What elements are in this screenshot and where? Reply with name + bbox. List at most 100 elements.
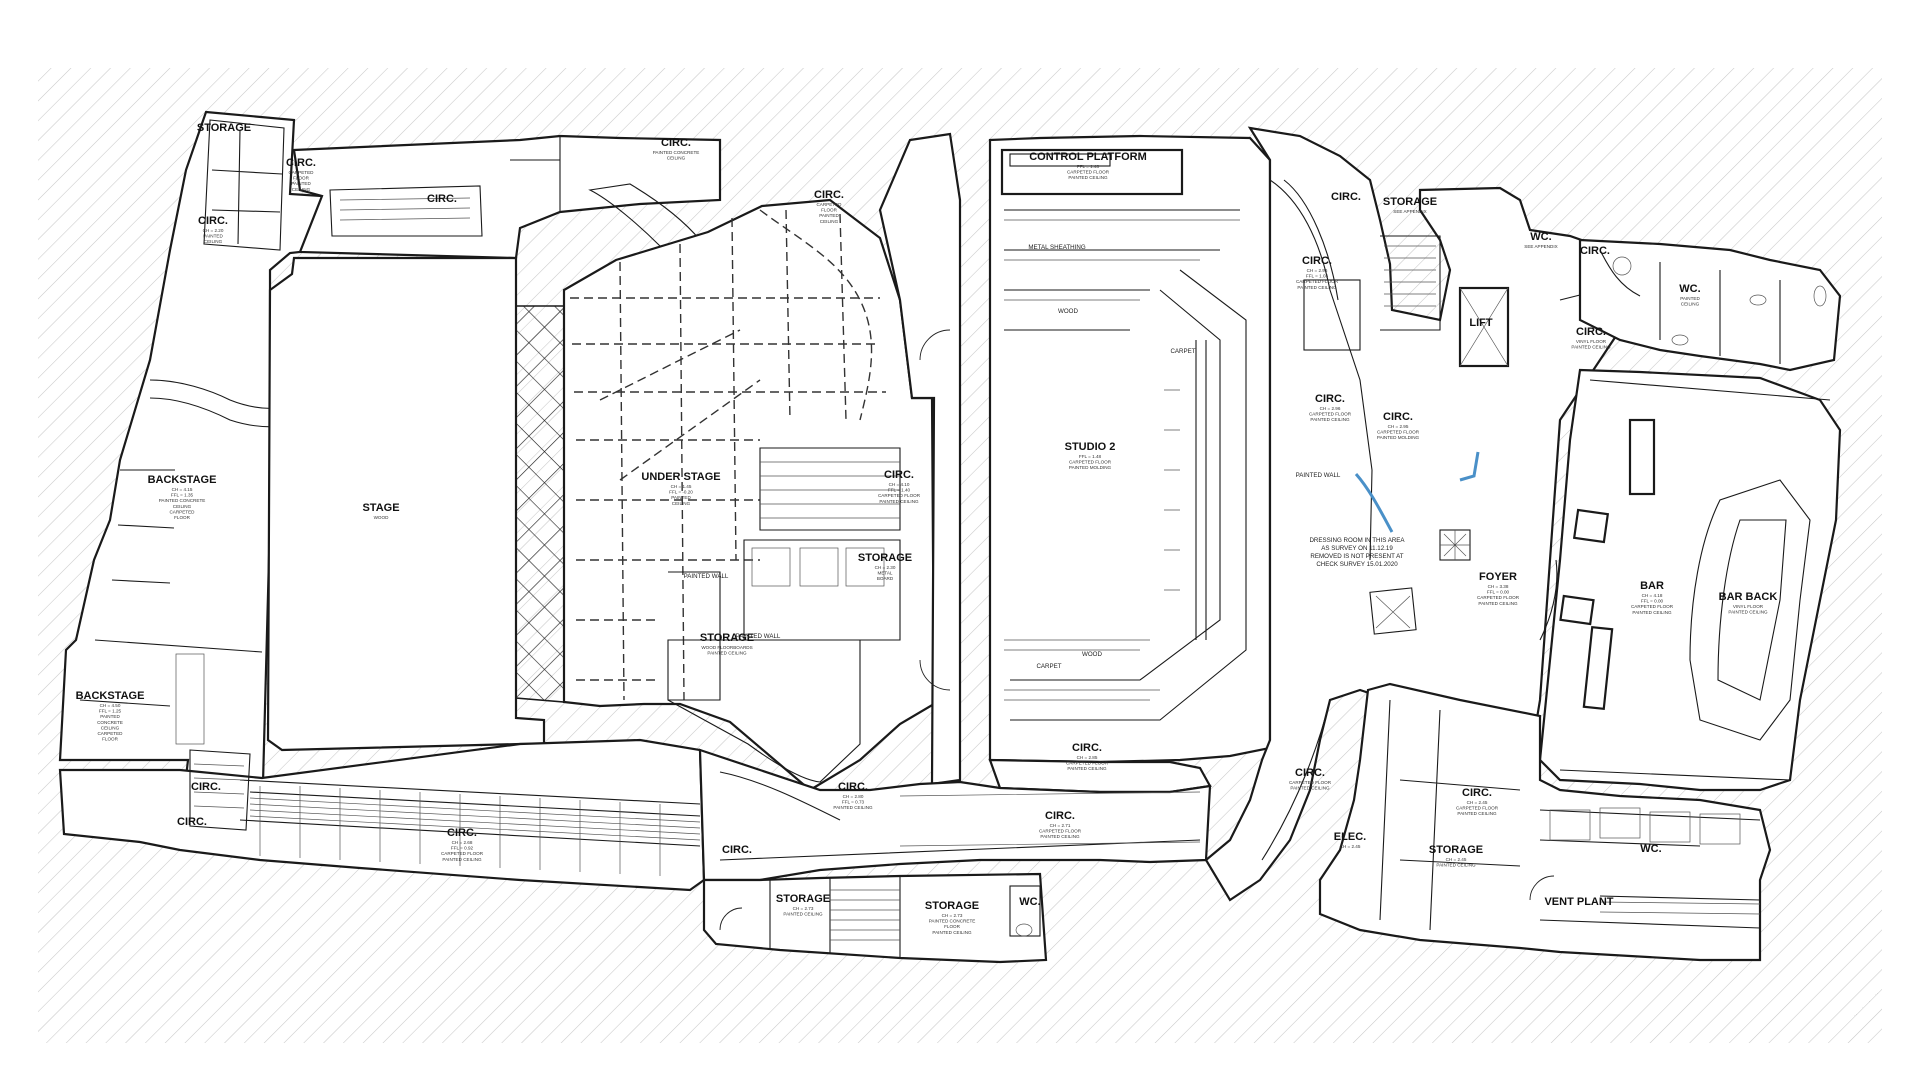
room-spec: CH = 2.80: [843, 794, 864, 799]
room-spec: FLOOR: [102, 737, 119, 742]
room-spec: PAINTED CONCRETE: [159, 498, 206, 503]
room-name: FOYER: [1479, 571, 1517, 583]
room-labels: STORAGECIRC.CARPETEDFLOORPAINTEDCEILINGC…: [76, 122, 1778, 935]
room-name: STORAGE: [700, 632, 754, 644]
room-spec: VINYL FLOOR: [1733, 604, 1764, 609]
room-spec: FLOOR: [821, 208, 838, 213]
room-spec: CONCRETE: [97, 720, 123, 725]
room-spec: CEILING: [173, 504, 192, 509]
room-spec: PAINTED CEILING: [783, 912, 823, 917]
room-name: BAR BACK: [1719, 591, 1778, 603]
room-spec: CEILING: [820, 219, 839, 224]
room-name: CIRC.: [1580, 245, 1610, 257]
room-name: CIRC.: [1576, 326, 1606, 338]
room-spec: PAINTED CEILING: [1457, 811, 1497, 816]
room-name: STAGE: [362, 502, 399, 514]
room-name: CIRC.: [1331, 191, 1361, 203]
room-spec: PAINTED CEILING: [1478, 601, 1518, 606]
room-spec: PAINTED CONCRETE: [929, 919, 976, 924]
room-spec: FFL = 1.40: [888, 488, 911, 493]
room-name: CIRC.: [427, 193, 457, 205]
room-label-circ-sw2: CIRC.: [177, 816, 207, 828]
room-name: BACKSTAGE: [76, 690, 145, 702]
room-spec: CARPETED FLOOR: [878, 493, 921, 498]
room-spec: CARPETED: [97, 731, 123, 736]
room-spec: CH = 1.45: [671, 484, 692, 489]
room-name: STORAGE: [776, 893, 830, 905]
room-spec: CARPETED: [816, 202, 842, 207]
room-spec: CH = 2.95: [1388, 424, 1409, 429]
room-spec: FLOOR: [944, 924, 961, 929]
room-spec: CH = 3.38: [1488, 584, 1509, 589]
plan-note: CHECK SURVEY 15.01.2020: [1316, 561, 1398, 568]
room-spec: WOOD FLOORBOARDS: [701, 645, 752, 650]
plan-note: PAINTED WALL: [684, 573, 729, 580]
room-spec: CH = 2.45: [1340, 844, 1361, 849]
room-spec: FFL = 0.00: [1487, 590, 1510, 595]
room-spec: CH = 4.15: [172, 487, 193, 492]
room-spec: PAINTED CEILING: [932, 930, 972, 935]
room-name: STORAGE: [1429, 844, 1483, 856]
room-spec: FFL = 0.92: [451, 846, 474, 851]
north-east-block: [1578, 238, 1842, 372]
room-spec: PAINTED: [819, 213, 839, 218]
room-spec: FFL = -0.20: [669, 490, 693, 495]
room-spec: PAINTED: [100, 714, 120, 719]
room-name: STORAGE: [858, 552, 912, 564]
room-spec: CH = 2.73: [942, 913, 963, 918]
room-spec: CARPETED FLOOR: [1477, 595, 1520, 600]
room-spec: PAINTED CEILING: [442, 857, 482, 862]
room-name: CIRC.: [661, 137, 691, 149]
room-spec: CEILING: [1681, 302, 1700, 307]
room-spec: CARPETED FLOOR: [1039, 829, 1082, 834]
room-spec: CEILING: [101, 725, 120, 730]
room-label-wc-se: WC.: [1640, 843, 1661, 855]
room-spec: PAINTED CEILING: [1297, 285, 1337, 290]
room-label-storage-nw: STORAGE: [197, 122, 251, 134]
room-name: CIRC.: [1302, 255, 1332, 267]
room-name: STUDIO 2: [1065, 441, 1116, 453]
room-spec: CH = 2.73: [793, 906, 814, 911]
plan-note: WOOD: [1058, 308, 1078, 315]
room-name: BACKSTAGE: [148, 474, 217, 486]
stage-front-crosshatch: [515, 305, 565, 703]
room-spec: CARPETED FLOOR: [1456, 806, 1499, 811]
room-name: STORAGE: [197, 122, 251, 134]
room-spec: PAINTED CEILING: [1571, 345, 1611, 350]
plan-note: AS SURVEY ON 11.12.19: [1321, 545, 1393, 552]
plan-note: REMOVED IS NOT PRESENT AT: [1310, 553, 1403, 560]
room-name: ELEC.: [1334, 831, 1366, 843]
room-spec: CARPETED FLOOR: [1377, 430, 1420, 435]
room-label-vent-plant: VENT PLANT: [1544, 896, 1613, 908]
room-spec: CARPETED FLOOR: [1067, 170, 1110, 175]
room-spec: CARPETED: [169, 509, 195, 514]
room-spec: CARPETED: [288, 170, 314, 175]
room-spec: CEILING: [672, 501, 691, 506]
room-name: STORAGE: [925, 900, 979, 912]
room-spec: PAINTED CEILING: [879, 499, 919, 504]
room-spec: FFL = 0.73: [842, 800, 865, 805]
room-spec: CARPETED FLOOR: [1066, 761, 1109, 766]
room-spec: PAINTED CEILING: [1067, 766, 1107, 771]
room-spec: CH = 2.30: [875, 565, 896, 570]
room-spec: PAINTED CONCRETE: [653, 150, 700, 155]
plan-note: CARPET: [1170, 348, 1195, 355]
stage-area: [266, 256, 546, 752]
room-spec: PAINTED CEILING: [1290, 786, 1330, 791]
